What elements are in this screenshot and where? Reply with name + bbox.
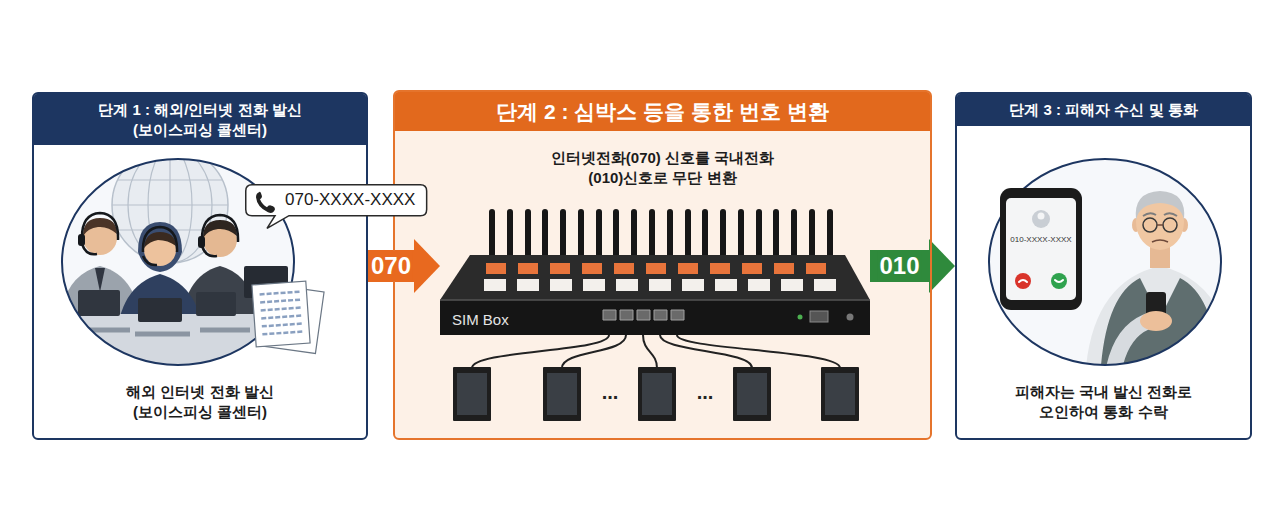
arrow-shaft (368, 250, 414, 282)
glasses (1143, 218, 1157, 232)
mobile-phones (454, 368, 858, 420)
victim-face (1152, 225, 1168, 242)
stage-heading: 단계 2 : 심박스 등을 통한 번호 변환 (395, 92, 930, 131)
victim-hair (1136, 191, 1185, 220)
usb-cables (472, 335, 840, 368)
glasses (1163, 218, 1177, 232)
operator-tie (95, 268, 105, 292)
number-list-lines (260, 292, 303, 335)
headset (82, 213, 118, 254)
operator-hair (203, 220, 237, 238)
incoming-phone-screen (1006, 198, 1076, 300)
phone-number: 070-XXXX-XXXX (285, 190, 415, 210)
laptop (78, 290, 120, 316)
stage-description: 인터넷전화(070) 신호를 국내전화(010)신호로 무단 변환 (538, 148, 788, 189)
usb-ports (603, 310, 684, 320)
operator-hair (83, 218, 117, 236)
operator-hood (138, 222, 182, 272)
speech-bubble: 070-XXXX-XXXX (245, 184, 427, 216)
sim-slots (484, 279, 836, 291)
victim-hand (1140, 311, 1172, 331)
signal-arrow (870, 239, 955, 293)
victim-shirt (1085, 266, 1236, 380)
arrow-head (929, 239, 955, 293)
laptop (196, 292, 236, 316)
scene-outline (989, 159, 1221, 365)
stage-description: 피해자는 국내 발신 전화로 오인하여 통화 수락 (989, 382, 1219, 423)
sim-box-device: SIM Box (440, 255, 870, 335)
antennas (492, 212, 830, 256)
stage-panel: 단계 2 : 심박스 등을 통한 번호 변환인터넷전화(070) 신호를 국내전… (393, 90, 932, 440)
sim-box-top (440, 255, 870, 300)
bubble-shape (246, 185, 427, 229)
panel-ground (394, 91, 931, 439)
victim-brows (1143, 213, 1177, 216)
headset (143, 227, 177, 265)
stage-description: 해외 인터넷 전화 발신(보이스피싱 콜센터) (98, 382, 303, 423)
number-lists (252, 281, 324, 353)
power-port (847, 314, 854, 321)
stage-heading: 단계 1 : 해외/인터넷 전화 발신 (보이스피싱 콜센터) (34, 94, 366, 145)
phone-icon (256, 192, 275, 213)
headset-cup (78, 234, 85, 246)
caller-avatar-head (1038, 213, 1045, 220)
stage-panel: 단계 3 : 피해자 수신 및 통화피해자는 국내 발신 전화로 오인하여 통화… (955, 92, 1252, 440)
headset (202, 215, 238, 256)
signal-arrow (368, 239, 440, 293)
signal-label: 070 (369, 251, 413, 281)
stage-panel: 단계 1 : 해외/인터넷 전화 발신 (보이스피싱 콜센터) 해외 인터넷 전화… (32, 92, 368, 440)
arrow-shaft (870, 250, 929, 282)
sim-slots (486, 263, 826, 274)
phone-screens (457, 373, 855, 415)
caller-avatar (1032, 210, 1050, 228)
device-label: SIM Box (452, 311, 509, 328)
ellipsis-mark: ... (697, 381, 714, 403)
paper-sheet (252, 281, 310, 347)
handset-glyph (1019, 280, 1063, 282)
operator-hair (144, 232, 176, 248)
laptop (138, 298, 182, 322)
keyboard (70, 330, 250, 334)
status-led (798, 315, 803, 320)
victim-arm (1112, 322, 1146, 380)
caller-number: 010-XXXX-XXXX (1010, 236, 1071, 245)
headset-cup (198, 236, 205, 248)
sim-box-front (440, 300, 870, 335)
incoming-phone (1000, 188, 1082, 310)
call-center-scene (40, 147, 330, 384)
signal-label: 010 (877, 251, 921, 281)
network-port (810, 311, 828, 322)
sim-box-edge (440, 299, 870, 301)
ellipsis-mark: ... (602, 381, 619, 403)
arrow-head (414, 239, 440, 293)
stage-heading: 단계 3 : 피해자 수신 및 통화 (957, 94, 1250, 126)
